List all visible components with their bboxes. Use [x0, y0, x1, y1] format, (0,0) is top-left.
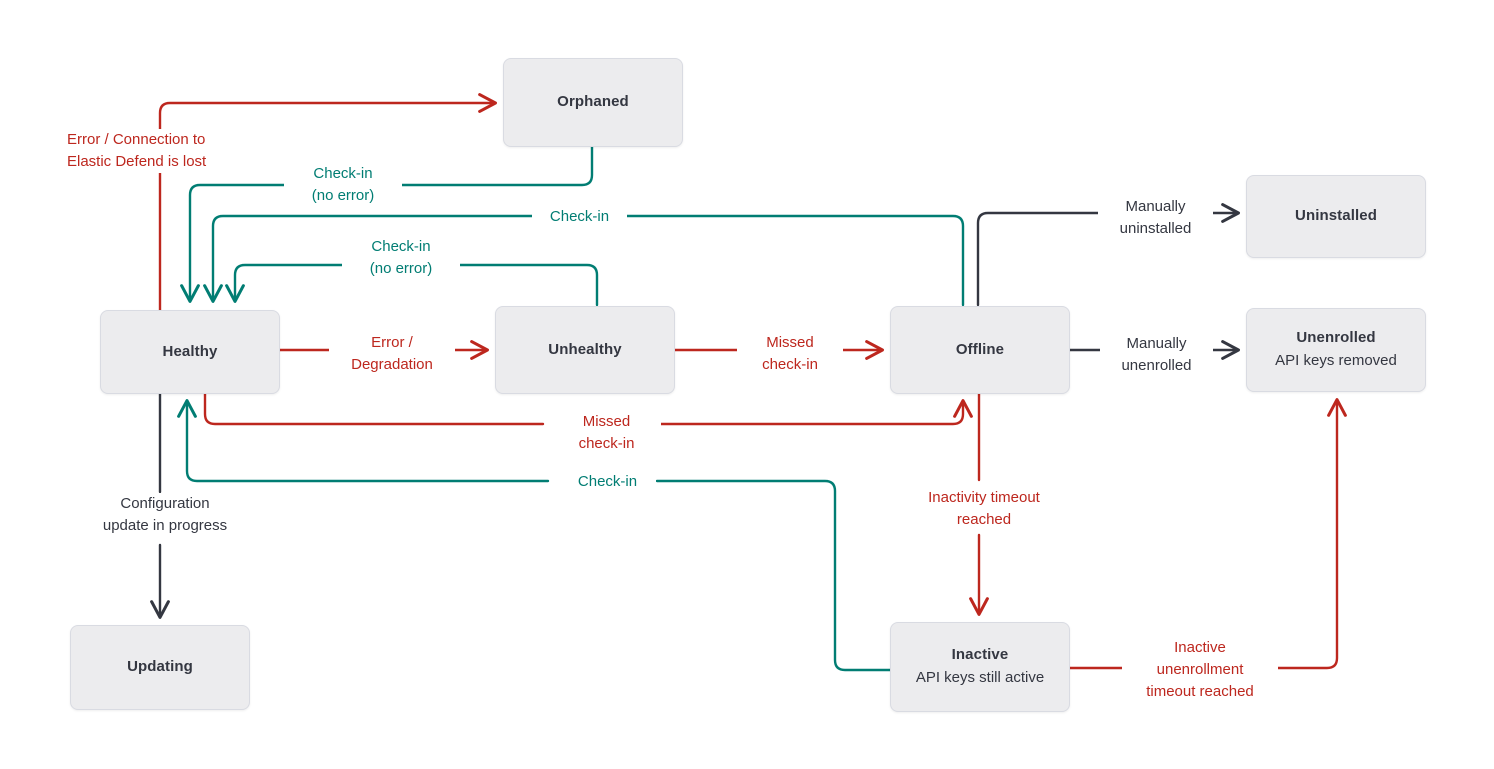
node-inactive[interactable]: Inactive API keys still active [890, 622, 1070, 712]
edge-healthy-to-orphaned [158, 93, 497, 312]
node-orphaned-title: Orphaned [557, 93, 629, 111]
node-updating-title: Updating [127, 658, 193, 676]
edge-label-offline-to-unenrolled: Manually unenrolled [1100, 333, 1213, 377]
node-unhealthy-title: Unhealthy [548, 340, 622, 358]
node-offline[interactable]: Offline [890, 306, 1070, 394]
edge-label-inactive-to-healthy: Check-in [559, 471, 656, 493]
edge-label-healthy-to-updating: Configuration update in progress [66, 493, 264, 537]
edge-label-inactive-to-unenrolled: Inactive unenrollment timeout reached [1122, 637, 1278, 703]
edge-label-healthy-to-offline: Missed check-in [552, 411, 661, 455]
edge-label-offline-to-inactive: Inactivity timeout reached [894, 487, 1074, 531]
node-unenrolled-subtitle: API keys removed [1275, 352, 1397, 370]
edge-inactive-to-unenrolled-b [1266, 398, 1347, 670]
node-unenrolled-title: Unenrolled [1296, 329, 1376, 347]
node-uninstalled[interactable]: Uninstalled [1246, 175, 1426, 258]
node-healthy-title: Healthy [162, 342, 218, 360]
edge-offline-to-healthy [203, 214, 965, 307]
edge-label-unhealthy-to-offline: Missed check-in [737, 332, 843, 376]
edge-inactive-to-healthy-a [655, 479, 892, 672]
edge-label-unhealthy-to-healthy: Check-in (no error) [342, 236, 460, 280]
node-offline-title: Offline [955, 340, 1005, 358]
node-unenrolled[interactable]: Unenrolled API keys removed [1246, 308, 1426, 392]
edge-healthy-to-offline-b [658, 399, 973, 426]
node-inactive-title: Inactive [951, 646, 1009, 664]
node-unhealthy[interactable]: Unhealthy [495, 306, 675, 394]
node-healthy[interactable]: Healthy [100, 310, 280, 394]
node-orphaned[interactable]: Orphaned [503, 58, 683, 147]
edge-label-orphaned-to-healthy: Check-in (no error) [284, 163, 402, 207]
edge-label-offline-to-healthy: Check-in [532, 206, 627, 228]
edge-healthy-to-offline-a [203, 391, 545, 426]
edge-inactive-to-healthy-b [177, 399, 550, 483]
node-updating[interactable]: Updating [70, 625, 250, 710]
node-uninstalled-title: Uninstalled [1295, 207, 1377, 225]
edge-offline-to-uninstalled-a [976, 211, 1100, 307]
edge-label-offline-to-uninstalled: Manually uninstalled [1098, 196, 1213, 240]
edge-label-healthy-to-unhealthy: Error / Degradation [329, 332, 455, 376]
edge-label-healthy-to-orphaned: Error / Connection to Elastic Defend is … [62, 129, 262, 173]
node-inactive-subtitle: API keys still active [915, 669, 1045, 687]
